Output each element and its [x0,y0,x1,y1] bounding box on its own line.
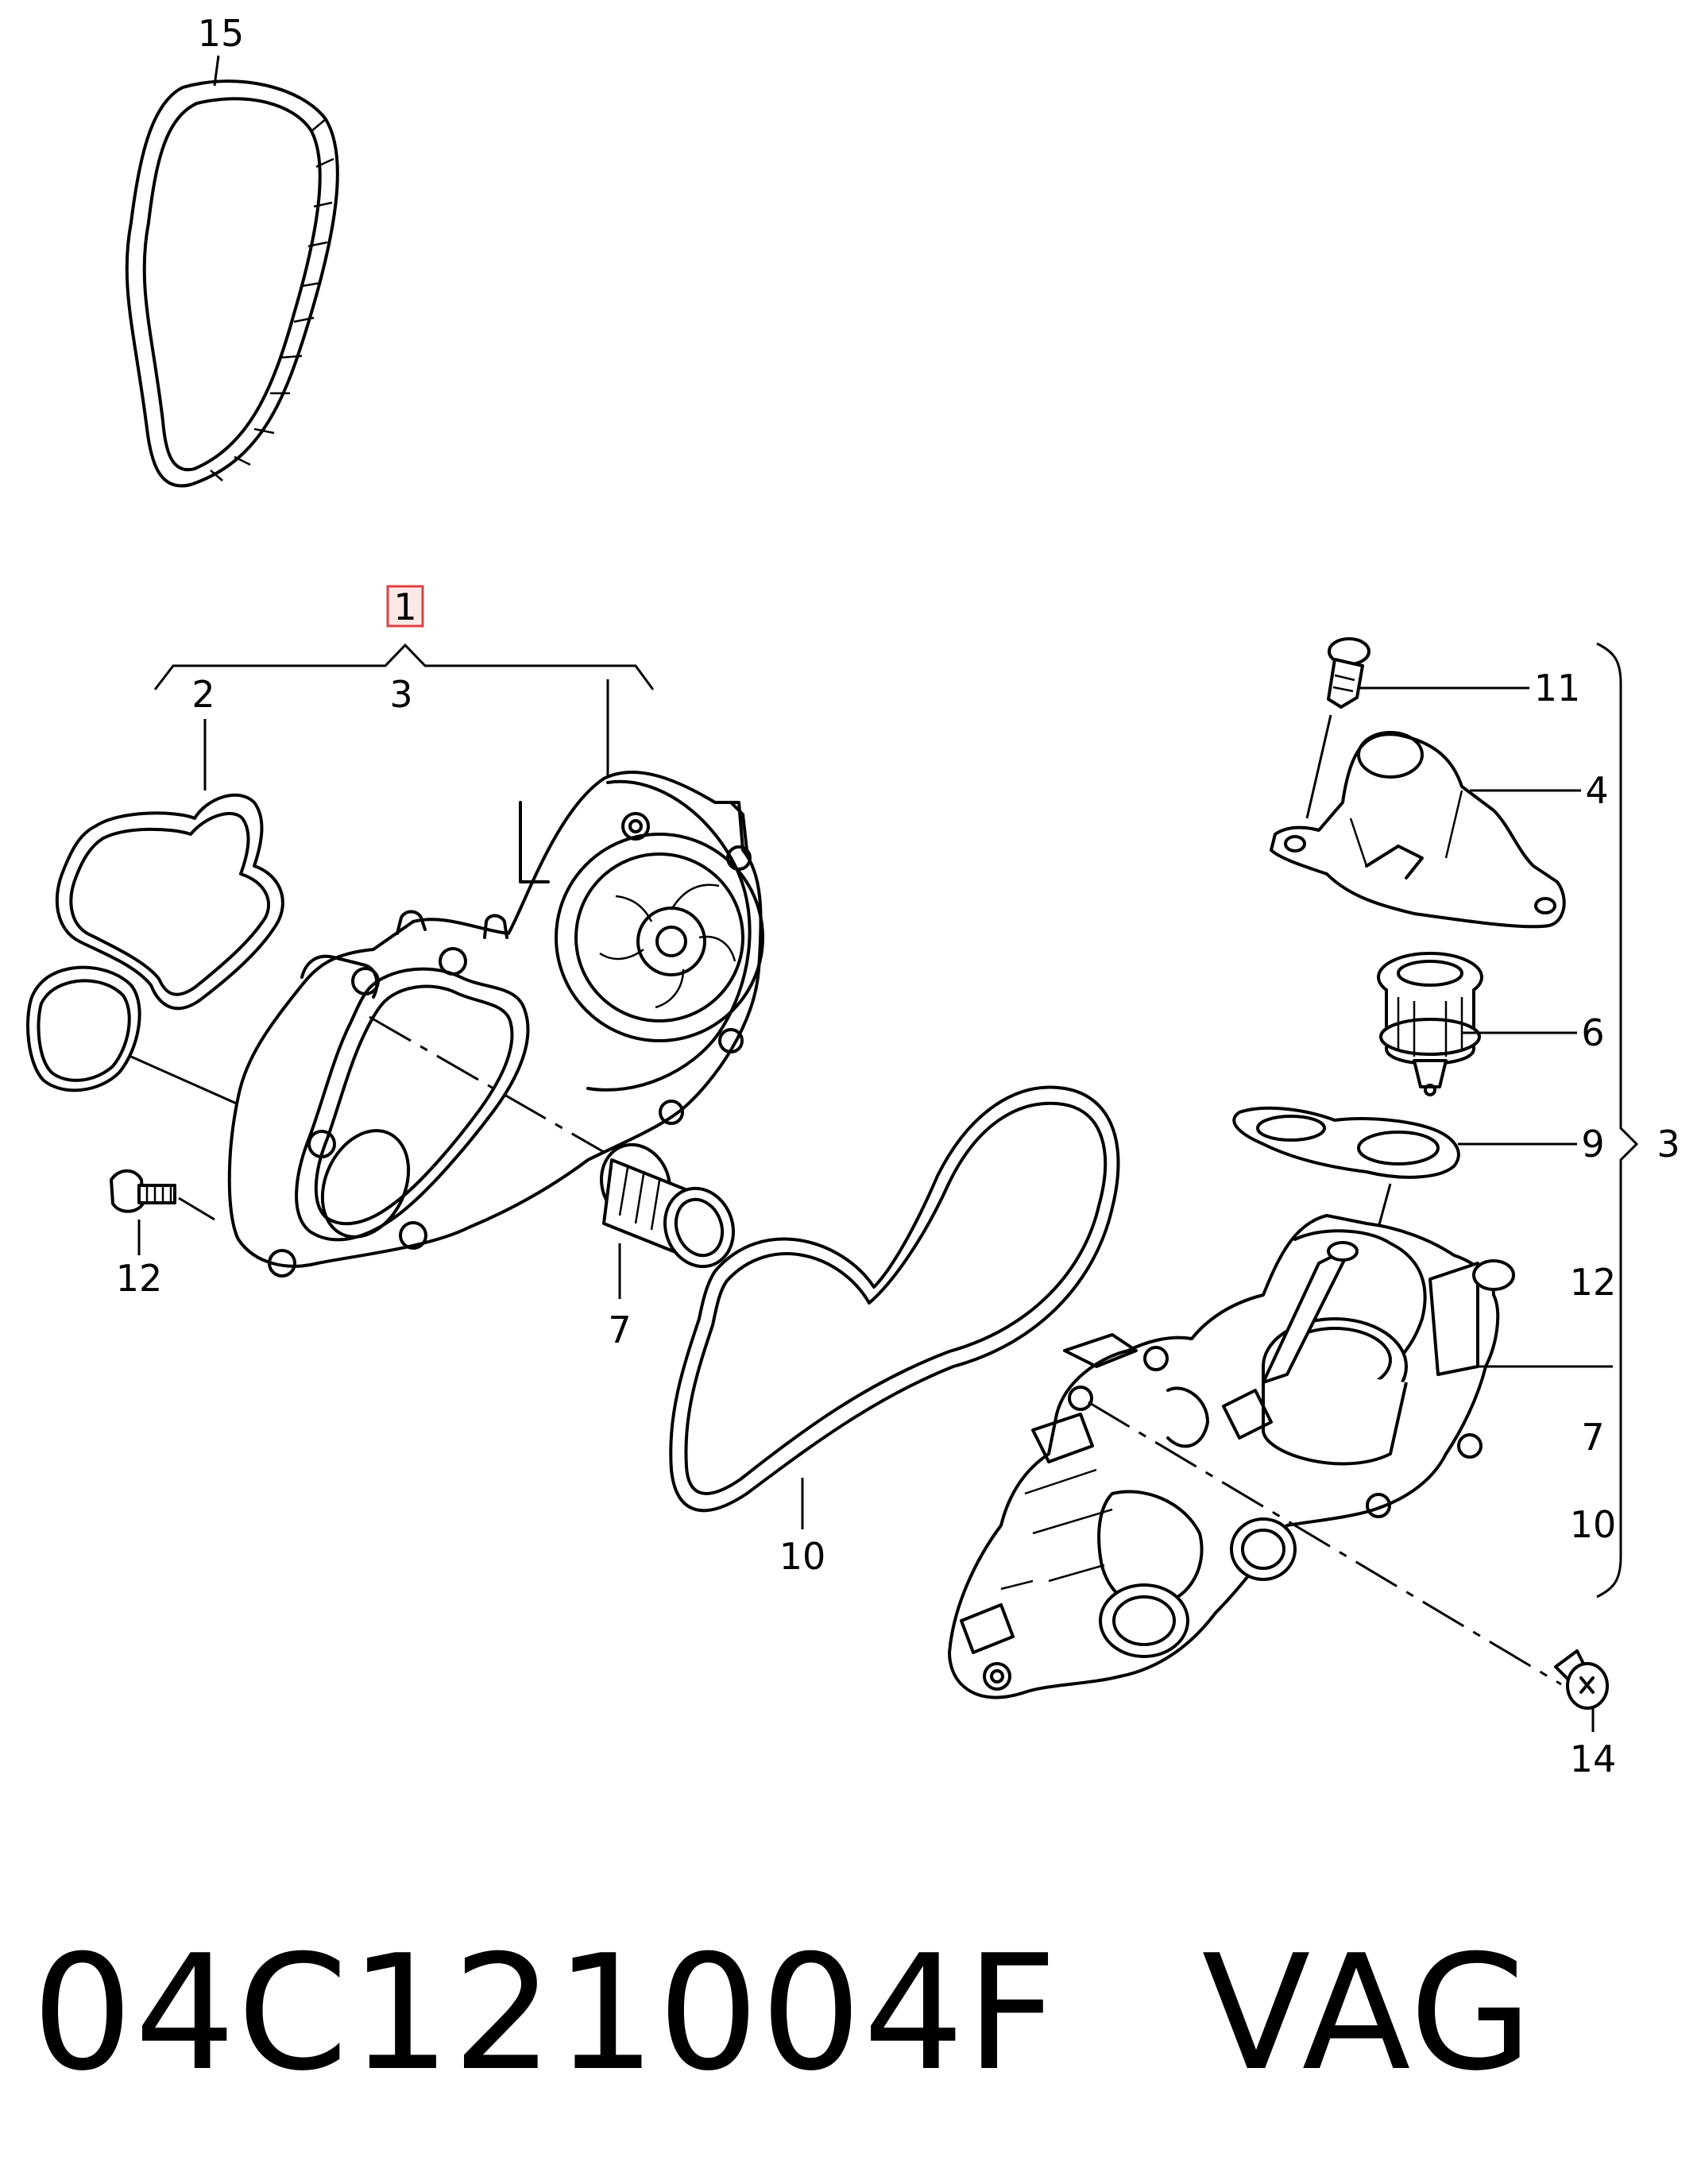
axis-housing-bolt [1088,1401,1562,1686]
callout-10-right: 10 [1570,1503,1617,1546]
leader-gasket-small [130,1055,239,1106]
thermostat-cover-part-4 [1270,731,1566,929]
part-number: 04C121004F [32,1921,1059,2106]
leader-15 [213,55,220,87]
thermostat-part-6 [1377,952,1483,1096]
bolt-part-14 [1554,1649,1609,1710]
callout-9: 9 [1581,1123,1604,1165]
callout-7-right: 7 [1581,1416,1604,1459]
brand-name: VAG [1201,1921,1534,2106]
callout-3-left: 3 [389,673,412,716]
bolt-part-12-left [110,1169,176,1213]
callout-12-left: 12 [116,1257,163,1300]
callout-1-highlight[interactable] [386,585,424,628]
leader-gasket-to-housing [1377,1183,1392,1228]
callout-1[interactable]: 1 [393,586,416,628]
connector-part-7-left [599,1142,736,1269]
leader-12-bolt [178,1196,215,1221]
callout-11: 11 [1534,667,1581,709]
leader-11-down [1305,714,1332,819]
water-pump-housing [227,771,764,1278]
bracket-1 [153,643,655,690]
callout-6: 6 [1581,1011,1604,1054]
callout-7-left: 7 [608,1308,631,1351]
callout-10-center: 10 [779,1535,826,1578]
callout-4: 4 [1585,769,1608,812]
footer-part-number: 04C121004F VAG [32,1915,1668,2113]
bolt-part-11 [1327,637,1370,709]
callout-2: 2 [191,673,215,716]
callout-12-right: 12 [1570,1261,1617,1304]
brace-3-right [1596,642,1639,1598]
callout-14: 14 [1570,1738,1617,1780]
axis-pump-connector [369,1015,605,1154]
toothed-belt-part-15 [125,79,339,488]
large-gasket-part-10 [669,1085,1120,1513]
thermostat-housing [948,1214,1515,1699]
gasket-part-2 [26,793,284,1092]
callout-3-right: 3 [1657,1123,1680,1165]
callout-15: 15 [198,12,245,55]
gasket-part-9 [1232,1106,1460,1179]
